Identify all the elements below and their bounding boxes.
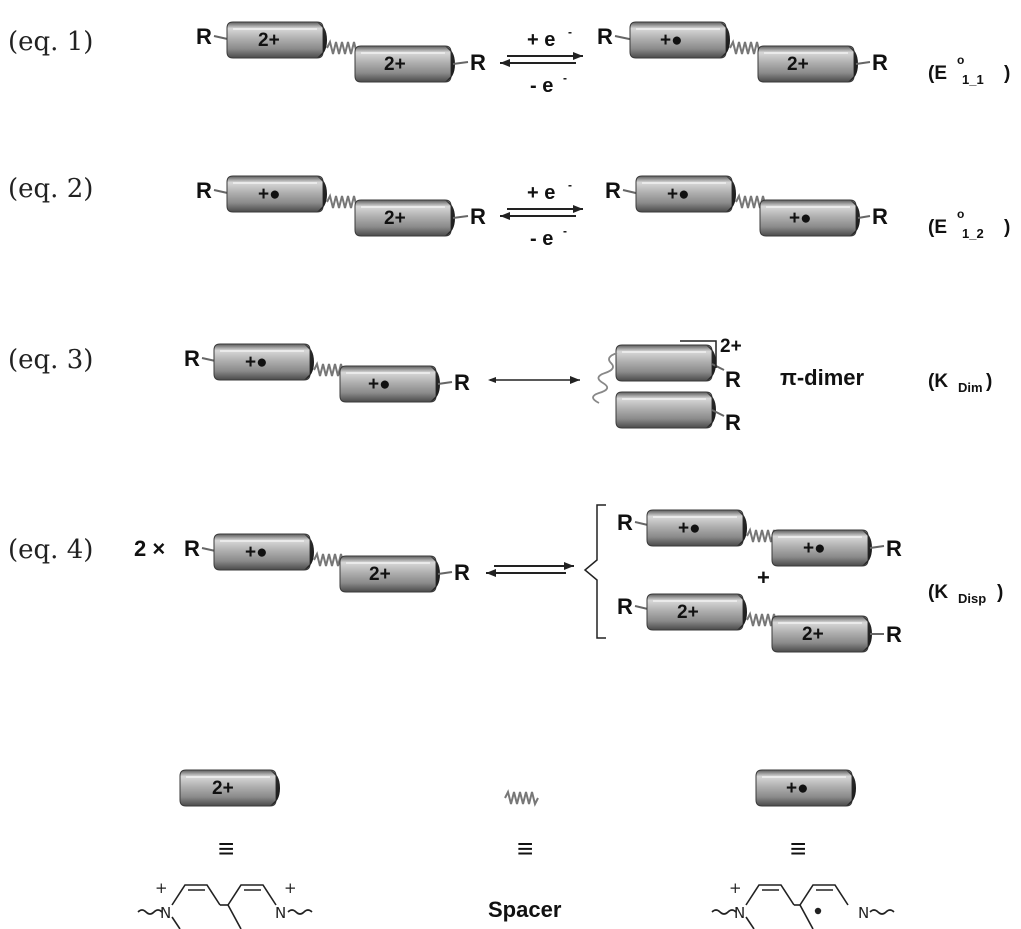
eq2-r-right: R xyxy=(470,204,486,229)
dimer-viologen-bottom xyxy=(615,391,717,429)
eq4-r-right: R xyxy=(454,560,470,585)
eq2-r-left: R xyxy=(196,178,212,203)
equation-3: (eq. 3) R +● +● R R R 2+ π-dimer (K Dim … xyxy=(8,336,992,435)
dimer-name: π-dimer xyxy=(780,365,865,390)
legend-radical-structure: N + N xyxy=(711,879,895,929)
radical-n-left: N xyxy=(734,904,745,922)
eq3-charge-left: +● xyxy=(245,352,268,373)
eq1-spacer-left xyxy=(326,39,361,57)
eq3-constant-main: (K xyxy=(928,371,948,392)
eq1-constant-main: (E xyxy=(928,63,947,84)
eq4-bottom-charge-left: 2+ xyxy=(677,602,699,623)
eq4-constant-sub: Disp xyxy=(958,591,986,606)
eq1-r-right: R xyxy=(470,50,486,75)
eq1-charge-left: 2+ xyxy=(258,30,280,51)
equation-4: (eq. 4) 2 × R +● 2+ R R +● +● R + R 2+ xyxy=(8,504,1003,653)
eq4-label: (eq. 4) xyxy=(8,535,93,565)
eq3-charge-right: +● xyxy=(368,374,391,395)
dimer-bracket xyxy=(680,340,717,368)
eq4-charge-right: 2+ xyxy=(369,564,391,585)
eq4-top-r-left: R xyxy=(617,510,633,535)
eq1-label: (eq. 1) xyxy=(8,27,93,57)
eq4-equilibrium-arrow xyxy=(486,562,574,577)
eq2-backward-sup: - xyxy=(563,224,567,238)
eq4-charge-left: +● xyxy=(245,542,268,563)
eq2-forward-sup: - xyxy=(568,178,572,192)
dimer-charge: 2+ xyxy=(720,336,742,357)
eq2-label: (eq. 2) xyxy=(8,174,93,204)
legend-radical-charge: +● xyxy=(786,778,809,799)
dication-plus-right: + xyxy=(284,879,297,897)
eq2-product-charge-right: +● xyxy=(789,208,812,229)
legend-spacer-label: Spacer xyxy=(488,897,562,922)
eq4-top-charge-left: +● xyxy=(678,518,701,539)
eq1-equilibrium-arrow xyxy=(500,52,583,67)
legend-equiv-3: ≡ xyxy=(790,833,806,864)
dication-n-left: N xyxy=(160,904,171,922)
eq3-label: (eq. 3) xyxy=(8,345,93,375)
eq4-bottom-r-right: R xyxy=(886,622,902,647)
dimer-r-top: R xyxy=(725,367,741,392)
eq1-product-r-left: R xyxy=(597,24,613,49)
eq4-r-left: R xyxy=(184,536,200,561)
legend-dication-structure: N + N + xyxy=(137,879,313,929)
dimer-viologen-top xyxy=(615,344,717,382)
eq1-backward-sup: - xyxy=(563,71,567,85)
radical-plus: + xyxy=(729,879,742,897)
eq1-constant-sup: o xyxy=(957,53,964,67)
eq2-charge-right: 2+ xyxy=(384,208,406,229)
dimer-spacer xyxy=(592,352,618,404)
eq2-constant-sub: 1_2 xyxy=(962,226,984,241)
eq4-products-brace xyxy=(583,504,606,639)
eq1-product-r-right: R xyxy=(872,50,888,75)
legend-equiv-1: ≡ xyxy=(218,833,234,864)
eq3-constant-close: ) xyxy=(986,371,992,392)
eq1-forward-label: + e xyxy=(527,29,555,51)
eq1-backward-label: - e xyxy=(530,75,553,97)
eq4-prefix: 2 × xyxy=(134,536,165,561)
equation-1: (eq. 1) R 2+ 2+ R + e - - e - R +● 2+ R xyxy=(8,21,1010,97)
eq4-top-r-right: R xyxy=(886,536,902,561)
legend-spacer-icon xyxy=(504,789,539,807)
eq2-charge-left: +● xyxy=(258,184,281,205)
legend-dication-charge: 2+ xyxy=(212,778,234,799)
legend: 2+ ≡ ≡ Spacer +● ≡ N + N + N xyxy=(137,769,895,929)
radical-dot xyxy=(814,907,822,915)
eq1-product-charge-right: 2+ xyxy=(787,54,809,75)
eq3-r-right: R xyxy=(454,370,470,395)
eq4-bottom-r-left: R xyxy=(617,594,633,619)
eq3-r-left: R xyxy=(184,346,200,371)
eq2-constant-close: ) xyxy=(1004,217,1010,238)
eq2-product-r-left: R xyxy=(605,178,621,203)
eq3-dimerization-arrow xyxy=(488,376,580,384)
eq4-constant-close: ) xyxy=(997,582,1003,603)
eq3-constant-sub: Dim xyxy=(958,380,983,395)
eq1-product-charge-left: +● xyxy=(660,30,683,51)
eq1-constant-sub: 1_1 xyxy=(962,72,984,87)
eq2-equilibrium-arrow xyxy=(500,205,583,220)
eq2-forward-label: + e xyxy=(527,182,555,204)
eq2-constant-main: (E xyxy=(928,217,947,238)
radical-n-right: N xyxy=(858,904,869,922)
dication-plus-left: + xyxy=(155,879,168,897)
eq4-bottom-charge-right: 2+ xyxy=(802,624,824,645)
legend-equiv-2: ≡ xyxy=(517,833,533,864)
eq1-constant-close: ) xyxy=(1004,63,1010,84)
eq4-top-charge-right: +● xyxy=(803,538,826,559)
eq2-product-charge-left: +● xyxy=(667,184,690,205)
eq2-constant-sup: o xyxy=(957,207,964,221)
eq1-r-left: R xyxy=(196,24,212,49)
dimer-r-bottom: R xyxy=(725,410,741,435)
dication-n-right: N xyxy=(275,904,286,922)
eq4-constant-main: (K xyxy=(928,582,948,603)
equation-2: (eq. 2) R +● 2+ R + e - - e - R +● +● R … xyxy=(8,174,1010,250)
eq4-plus: + xyxy=(757,565,770,590)
eq1-charge-right: 2+ xyxy=(384,54,406,75)
eq1-forward-sup: - xyxy=(568,25,572,39)
eq2-product-r-right: R xyxy=(872,204,888,229)
eq2-backward-label: - e xyxy=(530,228,553,250)
